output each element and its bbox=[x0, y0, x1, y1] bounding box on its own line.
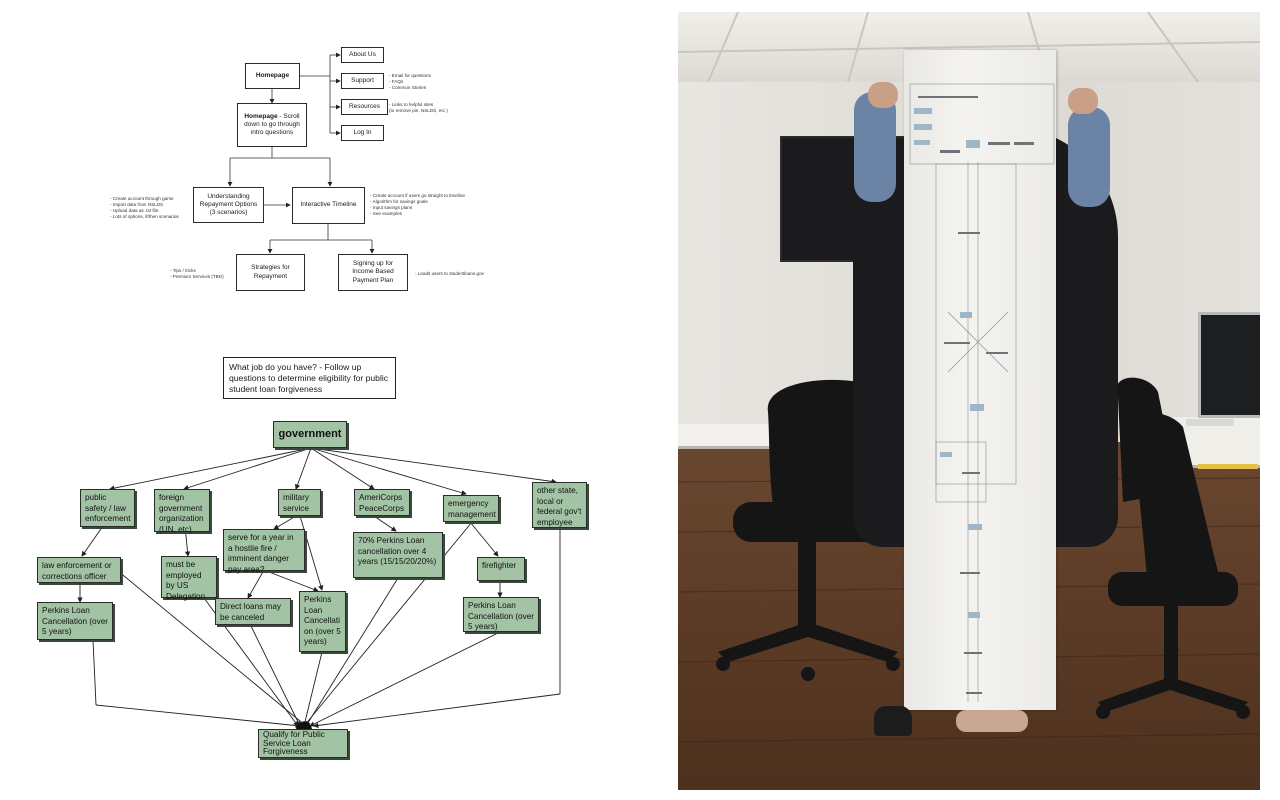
public-safety-label: public safety / law enforcement bbox=[85, 493, 131, 523]
resources-label: Resources bbox=[348, 102, 381, 110]
keyboard bbox=[1186, 419, 1234, 426]
perkins-left-label: Perkins Loan Cancellation (over 5 years) bbox=[42, 606, 108, 636]
firefighter-node: firefighter bbox=[477, 557, 525, 581]
perkins-military-node: Perkins Loan Cancellati on (over 5 years… bbox=[299, 591, 346, 652]
printed-flowchart-marks bbox=[909, 83, 1055, 702]
resources-note: (to remove pin, NSLDS, etc.) bbox=[389, 107, 448, 113]
timeline-note: - Input savings plans bbox=[370, 204, 413, 210]
homepage-scroll-box: Homepage - Scroll down to go through int… bbox=[237, 103, 307, 147]
homepage-label: Homepage bbox=[255, 71, 290, 79]
government-node: government bbox=[273, 421, 347, 448]
perkins-military-label: Perkins Loan Cancellati on (over 5 years… bbox=[304, 595, 341, 646]
understanding-box: Understanding Repayment Options (3 scena… bbox=[193, 187, 264, 223]
qualify-node: Qualify for Public Service Loan Forgiven… bbox=[258, 729, 348, 758]
timeline-notes: - Create account if users go straight to… bbox=[370, 193, 465, 217]
timeline-box: Interactive Timeline bbox=[292, 187, 365, 224]
must-be-employed-node: must be employed by US Delegation bbox=[161, 556, 217, 601]
americorps-70-node: 70% Perkins Loan cancellation over 4 yea… bbox=[353, 532, 443, 578]
diagram-connectors bbox=[77, 52, 561, 730]
support-note: - Email for questions bbox=[389, 73, 431, 78]
understanding-note: - Create account through game bbox=[110, 196, 174, 201]
about-us-box: About Us bbox=[341, 47, 384, 63]
direct-loans-node: Direct loans may be canceled bbox=[215, 598, 291, 625]
ceiling-tiles bbox=[678, 12, 1260, 82]
arrow-convergence-mark bbox=[296, 722, 312, 730]
strategies-note: - Premium Services (TBD) bbox=[170, 273, 224, 279]
strategies-box: Strategies for Repayment bbox=[236, 254, 305, 291]
understanding-label: Understanding Repayment Options (3 scena… bbox=[199, 192, 258, 217]
americorps-node: AmeriCorps PeaceCorps bbox=[354, 489, 410, 516]
support-note: - FAQs bbox=[389, 78, 404, 84]
homepage-scroll-bold: Homepage bbox=[244, 112, 278, 120]
support-label: Support bbox=[351, 76, 374, 84]
left-desk bbox=[678, 424, 773, 449]
serve-year-label: serve for a year in a hostile fire / imm… bbox=[228, 533, 294, 574]
emergency-node: emergency management bbox=[443, 495, 499, 522]
understanding-note: - Lots of options, if/then scenarios bbox=[110, 213, 179, 219]
other-state-label: other state, local or federal gov't empl… bbox=[537, 486, 582, 527]
qualify-label: Qualify for Public Service Loan Forgiven… bbox=[263, 730, 325, 757]
military-label: military service bbox=[283, 493, 309, 513]
law-enforcement-label: law enforcement or corrections officer bbox=[42, 561, 112, 581]
homepage-box: Homepage bbox=[245, 63, 300, 89]
imac-monitor bbox=[1198, 312, 1260, 418]
timeline-note: - Create account if users go straight to… bbox=[370, 193, 465, 198]
perkins-right-label: Perkins Loan Cancellation (over 5 years) bbox=[468, 601, 534, 631]
understanding-note: - Import data from NSLDS bbox=[110, 201, 164, 207]
support-notes: - Email for questions - FAQs - Common St… bbox=[389, 73, 431, 91]
must-be-employed-label: must be employed by US Delegation bbox=[166, 560, 206, 601]
perkins-left-node: Perkins Loan Cancellation (over 5 years) bbox=[37, 602, 113, 640]
person-left-arm bbox=[854, 92, 896, 202]
signing-note: - Leads users to studentloans.gov bbox=[415, 271, 484, 276]
foreign-gov-node: foreign government organization (UN, etc… bbox=[154, 489, 210, 534]
resources-note: - Links to helpful sites bbox=[389, 102, 434, 107]
question-text: What job do you have? - Follow up questi… bbox=[229, 362, 389, 395]
perkins-right-node: Perkins Loan Cancellation (over 5 years) bbox=[463, 597, 539, 632]
resources-box: Resources bbox=[341, 99, 388, 115]
question-box: What job do you have? - Follow up questi… bbox=[223, 357, 396, 399]
public-safety-node: public safety / law enforcement bbox=[80, 489, 135, 527]
timeline-note: - Algorithm for savings goals bbox=[370, 198, 428, 204]
military-node: military service bbox=[278, 489, 321, 516]
person-right-hand bbox=[1068, 88, 1098, 114]
firefighter-label: firefighter bbox=[482, 561, 517, 570]
homepage-scroll-rest: - Scroll down to go through intro questi… bbox=[244, 112, 300, 137]
law-enforcement-node: law enforcement or corrections officer bbox=[37, 557, 121, 583]
signing-label: Signing up for Income Based Payment Plan bbox=[352, 260, 394, 284]
yellow-ruler bbox=[1198, 464, 1258, 469]
office-photo bbox=[678, 12, 1260, 790]
serve-year-node: serve for a year in a hostile fire / imm… bbox=[223, 529, 305, 574]
person-right-arm bbox=[1068, 107, 1110, 207]
support-note: - Common Stories bbox=[389, 84, 427, 90]
strategies-label: Strategies for Repayment bbox=[251, 264, 290, 280]
printed-flowchart-sheet bbox=[904, 50, 1056, 710]
person-left-hand bbox=[868, 82, 898, 108]
log-in-label: Log In bbox=[353, 128, 372, 136]
strategies-notes: - Tips / tricks - Premium Services (TBD) bbox=[170, 268, 224, 280]
tape-dispenser bbox=[874, 706, 912, 736]
timeline-note: - See examples bbox=[370, 210, 402, 216]
government-label: government bbox=[278, 428, 342, 441]
americorps-70-label: 70% Perkins Loan cancellation over 4 yea… bbox=[358, 536, 437, 566]
about-us-label: About Us bbox=[349, 50, 376, 58]
signing-box: Signing up for Income Based Payment Plan bbox=[338, 254, 408, 291]
strategies-note: - Tips / tricks bbox=[170, 268, 196, 273]
person-feet bbox=[956, 710, 1028, 732]
direct-loans-label: Direct loans may be canceled bbox=[220, 602, 281, 622]
foreign-gov-label: foreign government organization (UN, etc… bbox=[159, 493, 204, 534]
other-state-node: other state, local or federal gov't empl… bbox=[532, 482, 587, 528]
understanding-notes: - Create account through game - Import d… bbox=[110, 196, 179, 220]
support-box: Support bbox=[341, 73, 384, 89]
resources-notes: - Links to helpful sites (to remove pin,… bbox=[389, 102, 448, 114]
timeline-label: Interactive Timeline bbox=[300, 201, 357, 209]
emergency-label: emergency management bbox=[448, 499, 496, 519]
signing-notes: - Leads users to studentloans.gov bbox=[415, 271, 484, 277]
log-in-box: Log In bbox=[341, 125, 384, 141]
americorps-label: AmeriCorps PeaceCorps bbox=[359, 493, 405, 513]
understanding-note: - Upload data as .txt file bbox=[110, 207, 159, 213]
homepage-scroll-text: Homepage - Scroll down to go through int… bbox=[242, 113, 302, 137]
